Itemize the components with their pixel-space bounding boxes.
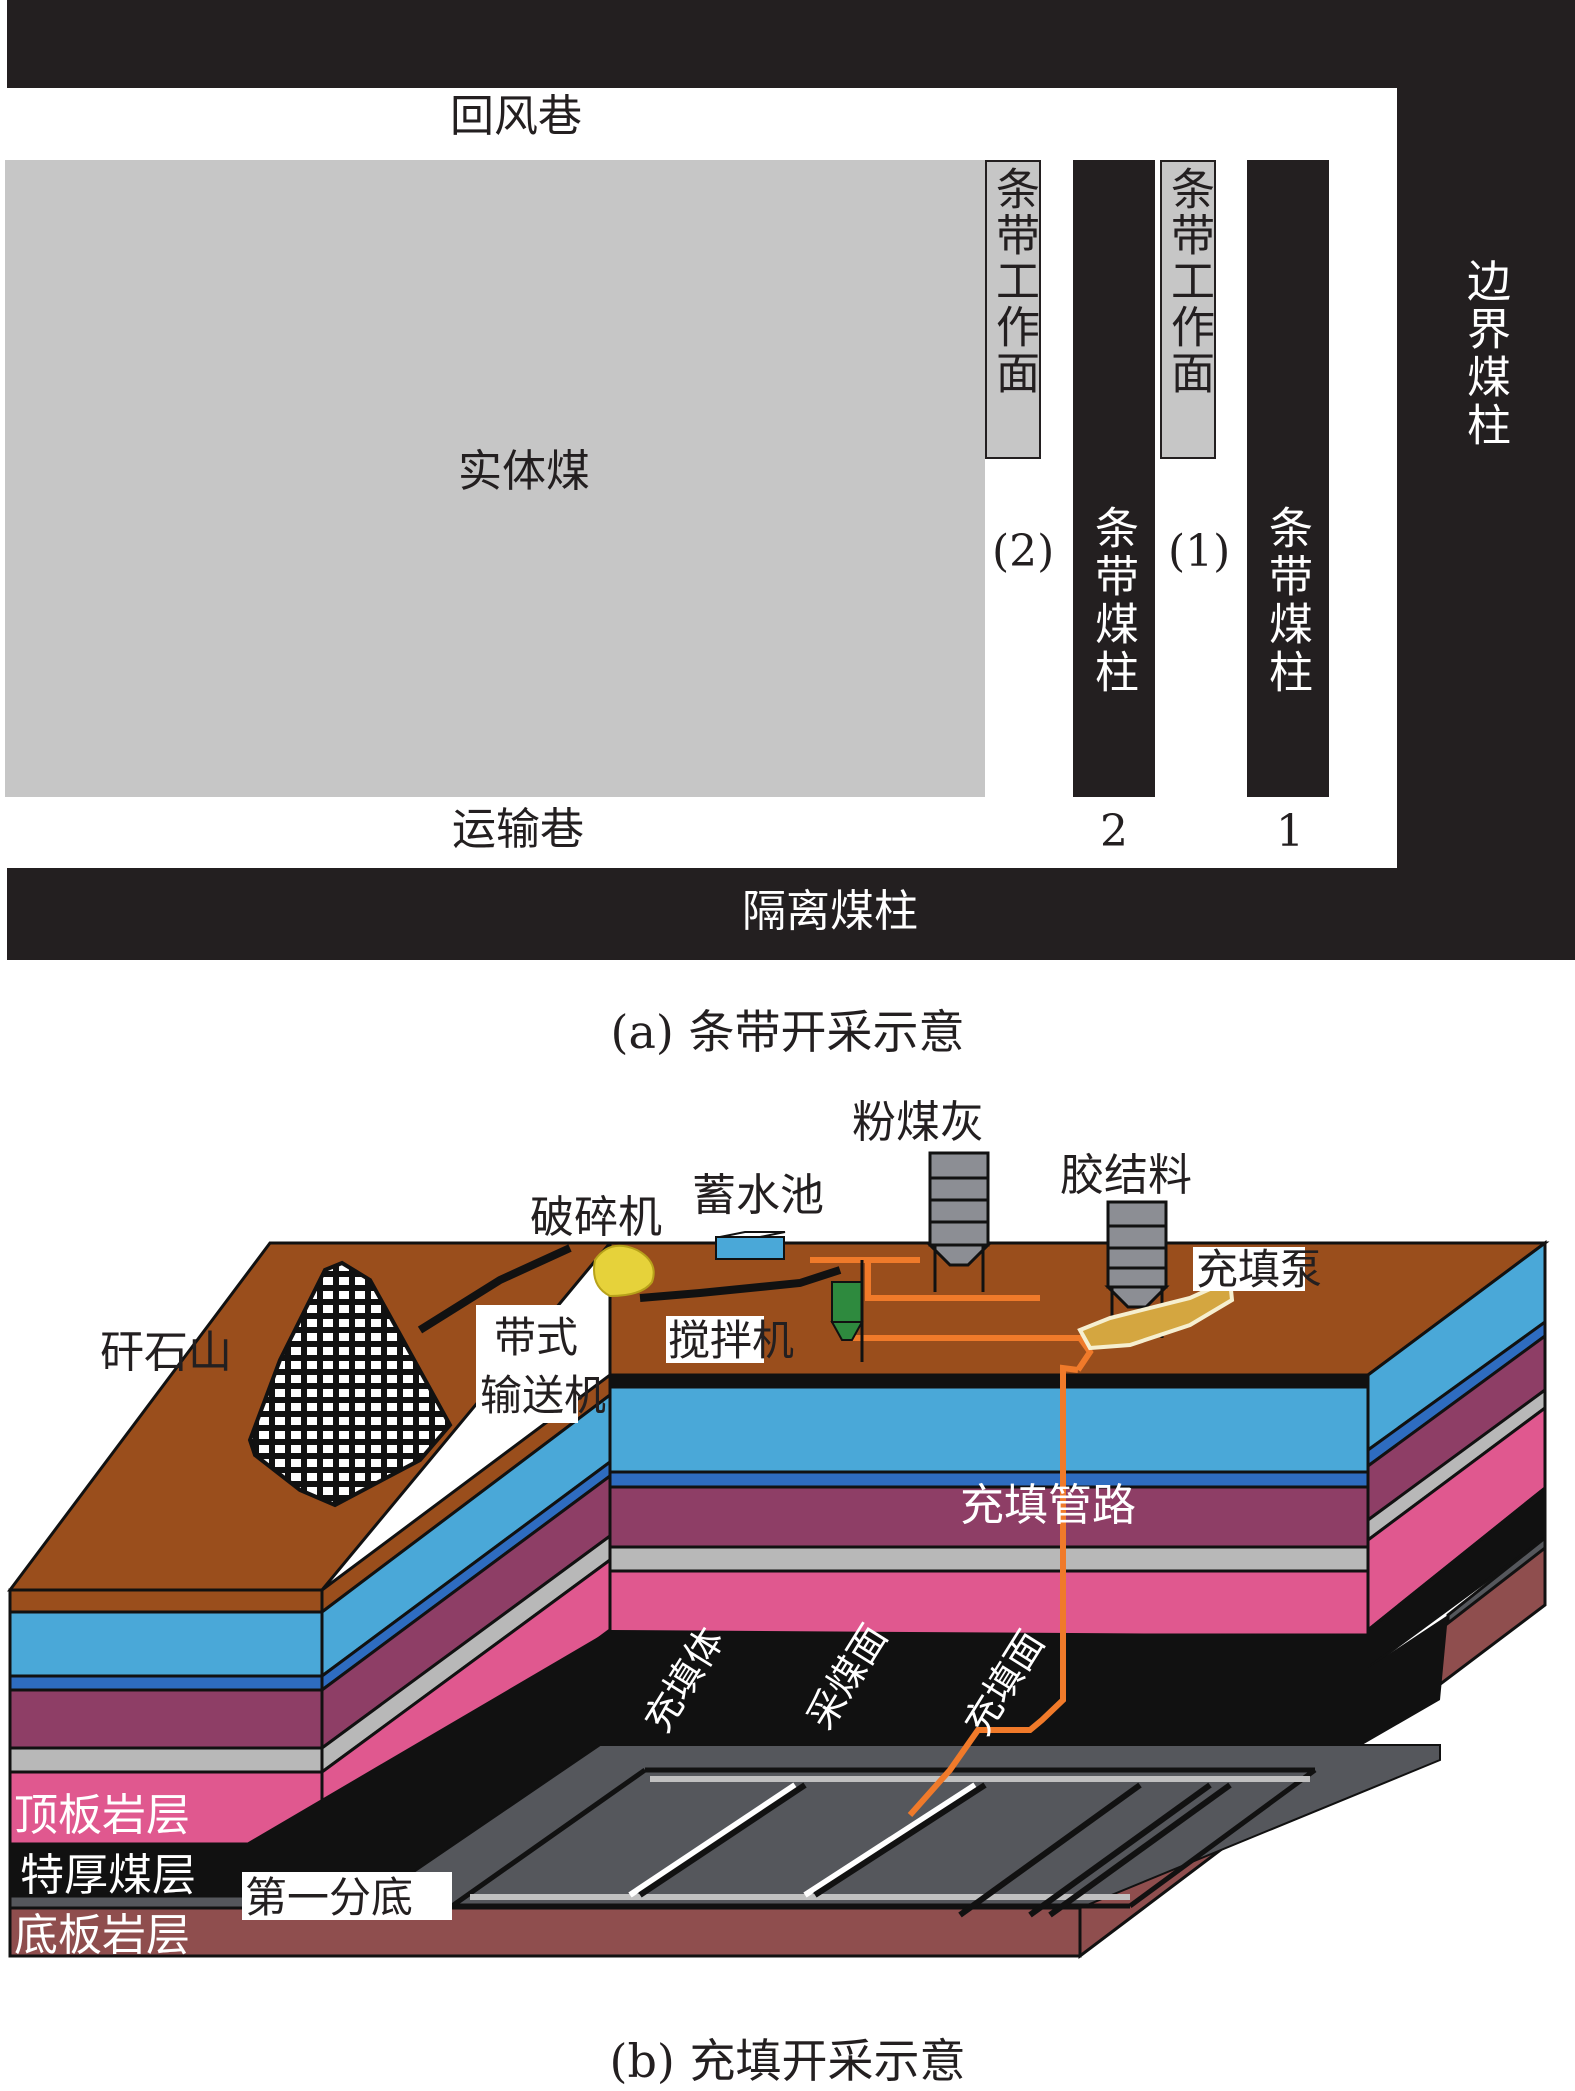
strip-pillar-1-label: 条带煤柱	[1261, 505, 1312, 697]
strip-pillar-2-label: 条带煤柱	[1087, 505, 1138, 697]
crusher-label: 破碎机	[530, 1192, 662, 1243]
fly-ash-silo	[926, 1151, 992, 1292]
mixer-machine	[830, 1260, 864, 1362]
solid-coal-block	[5, 160, 985, 797]
boundary-pillar-label: 边界煤柱	[1459, 258, 1510, 450]
strip-face-1	[1160, 160, 1216, 459]
strip-face-2-label: 条带工作面	[988, 166, 1039, 396]
gangue-hill	[247, 1260, 453, 1508]
fly-ash-label: 粉煤灰	[852, 1097, 984, 1148]
return-airway-label: 回风巷	[450, 91, 582, 142]
filling-pipeline-label: 充填管路	[960, 1480, 1136, 1531]
strip-face-1-number: (1)	[1168, 526, 1231, 577]
roof-strata-label: 顶板岩层	[14, 1790, 190, 1841]
mixer-label: 搅拌机	[668, 1316, 794, 1365]
belt-conveyor-label-2: 输送机	[480, 1371, 606, 1420]
strip-pillar-1-number: 1	[1276, 806, 1304, 857]
crusher-machine	[593, 1244, 655, 1298]
strip-face-2-number: (2)	[992, 526, 1055, 577]
solid-coal-label: 实体煤	[458, 446, 590, 497]
isolation-pillar	[7, 868, 1575, 960]
floor-strata-label: 底板岩层	[14, 1910, 190, 1961]
filling-pump	[1077, 1277, 1235, 1351]
filling-pipeline	[810, 1257, 1094, 1817]
strip-face-2	[985, 160, 1041, 459]
face-dividers	[628, 1782, 1232, 1918]
belt-conveyor	[417, 1244, 842, 1334]
haulage-roadway-label: 运输巷	[452, 804, 584, 855]
strip-face-1-label: 条带工作面	[1163, 166, 1214, 396]
thick-coal-seam-label: 特厚煤层	[20, 1850, 196, 1901]
panel-b-caption: (b) 充填开采示意	[609, 2034, 966, 2088]
boundary-pillar	[1397, 0, 1575, 960]
strip-pillar-2	[1073, 160, 1155, 797]
panel-a-caption: (a) 条带开采示意	[610, 1005, 965, 1059]
gangue-hill-label: 矸石山	[100, 1327, 232, 1378]
first-slice-label: 第一分底	[245, 1873, 413, 1922]
belt-conveyor-label-1: 带式	[494, 1313, 578, 1362]
reservoir-tank	[715, 1231, 786, 1260]
strip-pillar-1	[1247, 160, 1329, 797]
top-boundary-pillar	[7, 0, 1575, 88]
panel-b-backfill-mining: 矸石山 破碎机 蓄水池 粉煤灰 胶结料 充填泵 带式 输送机 搅拌机 充填管路 …	[7, 1097, 1550, 1961]
reservoir-label: 蓄水池	[692, 1170, 824, 1221]
filling-pump-label: 充填泵	[1196, 1245, 1322, 1294]
strip-pillar-2-number: 2	[1100, 806, 1128, 857]
isolation-pillar-label: 隔离煤柱	[742, 886, 918, 937]
mining-panel-frame	[450, 1767, 1317, 1909]
binder-label: 胶结料	[1060, 1150, 1192, 1201]
